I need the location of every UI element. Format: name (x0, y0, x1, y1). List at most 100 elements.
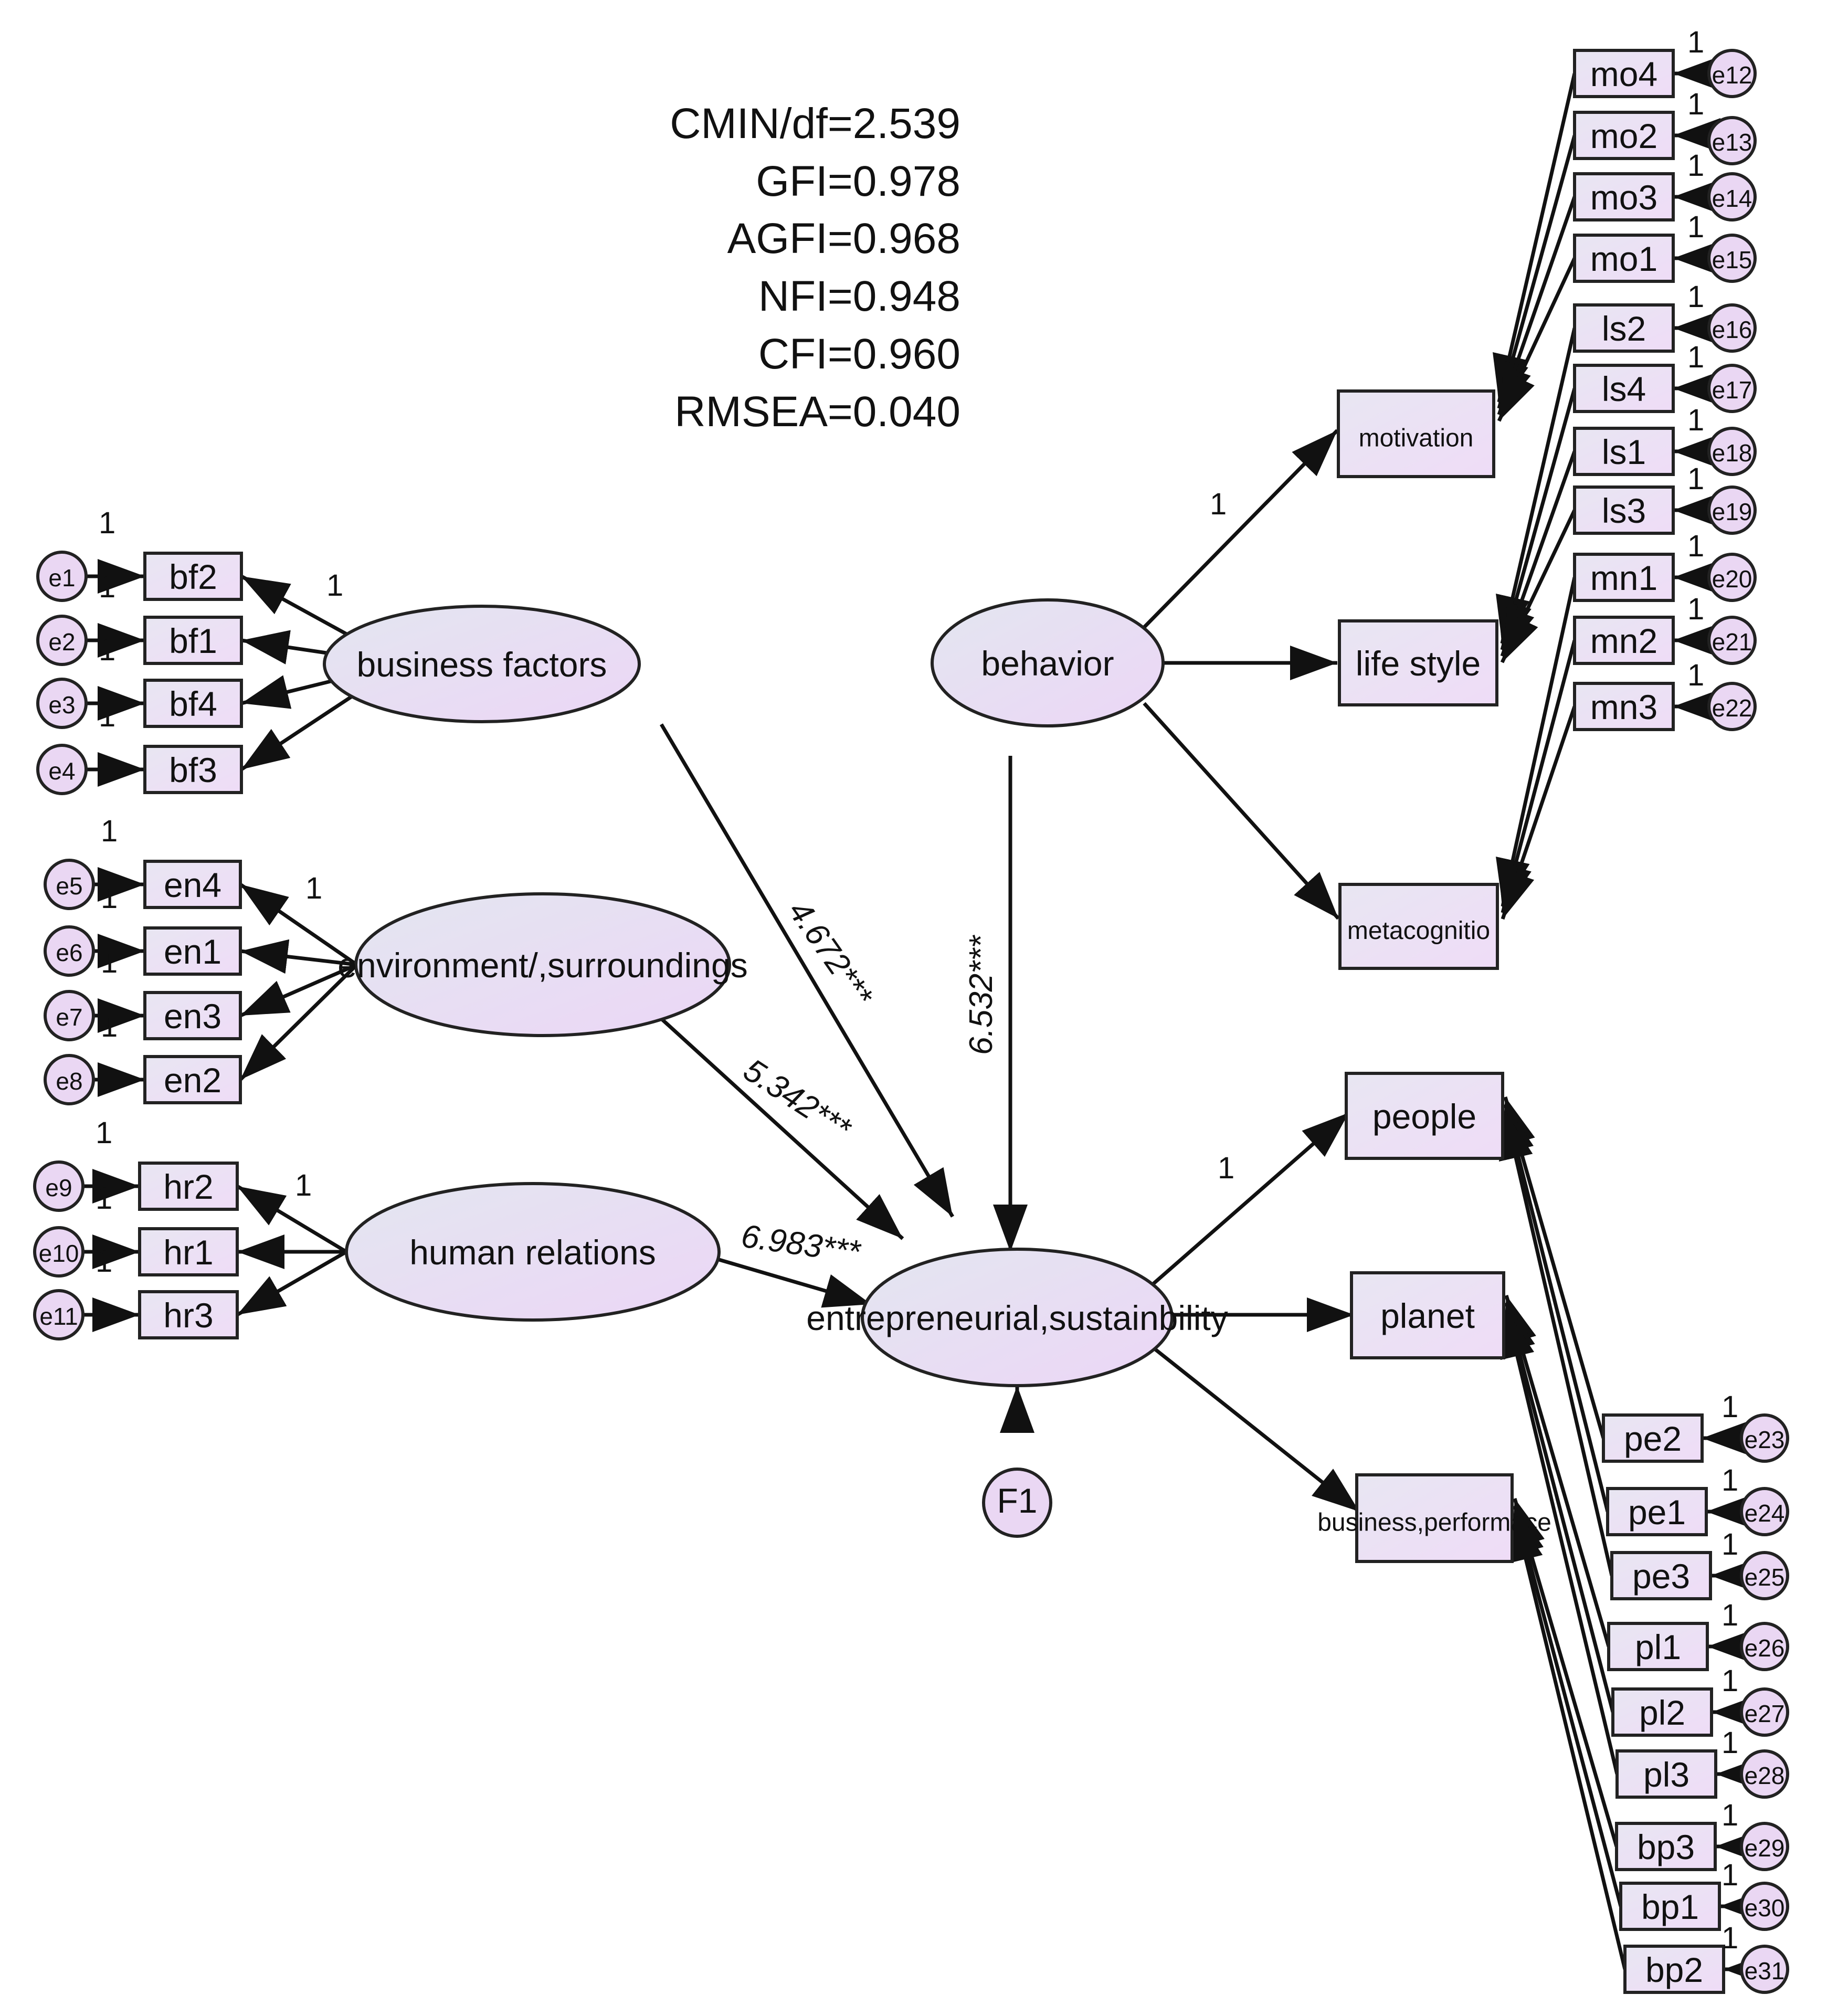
error-e1 (36, 551, 88, 602)
error-e13-label: e13 (1712, 129, 1752, 156)
indicator-hr-0 (138, 1162, 239, 1211)
latent-business-factors (323, 605, 641, 723)
loading-people: 1 (1218, 1151, 1234, 1185)
first-order-business-performance-label: business,performace (1317, 1509, 1551, 1537)
path-bh-metacognition (1143, 702, 1340, 920)
error-e14 (1707, 172, 1757, 221)
path-hr-2 (236, 1250, 347, 1317)
loading-one-mo-3: 1 (1687, 210, 1704, 244)
path-mo-3 (1497, 257, 1577, 422)
error-e3 (36, 678, 88, 729)
indicator-en-3-label: en2 (164, 1061, 221, 1100)
error-e8-label: e8 (56, 1068, 82, 1095)
indicator-pl-0-label: pl1 (1635, 1628, 1681, 1666)
loading-one-bp-2: 1 (1722, 1921, 1738, 1955)
loading-one-mo-0: 1 (1687, 25, 1704, 59)
loading-one-bp-0: 1 (1722, 1798, 1738, 1832)
latent-business-factors-label: business factors (357, 645, 607, 684)
indicator-mn-0-label: mn1 (1590, 558, 1657, 597)
loading-one-hr-1: 1 (96, 1181, 112, 1216)
indicator-pl-2-label: pl3 (1643, 1755, 1689, 1794)
error-e17-label: e17 (1712, 376, 1752, 404)
loading-one-ls-3: 1 (1687, 462, 1704, 496)
latent-behavior-label: behavior (981, 644, 1114, 683)
loading-bf2: 1 (326, 568, 343, 603)
indicator-mo-2-label: mo3 (1590, 178, 1657, 217)
error-e19-label: e19 (1712, 498, 1752, 525)
indicator-pe-0-label: pe2 (1624, 1419, 1682, 1458)
disturbance-f1 (982, 1468, 1052, 1538)
error-e23-label: e23 (1745, 1426, 1785, 1453)
indicator-bf-3 (143, 745, 243, 794)
error-e14-label: e14 (1712, 185, 1752, 212)
indicator-pe-0 (1602, 1413, 1704, 1463)
error-e30 (1740, 1882, 1789, 1931)
path-en-1 (240, 939, 357, 974)
indicator-mo-3 (1573, 234, 1675, 283)
indicator-ls-2 (1573, 427, 1675, 476)
indicator-bf-2 (143, 679, 243, 728)
loading-one-bf-1: 1 (99, 570, 115, 604)
indicator-bf-0 (143, 552, 243, 601)
indicator-en-2-label: en3 (164, 997, 221, 1036)
error-e4 (36, 744, 88, 795)
indicator-bp-0-label: bp3 (1637, 1828, 1695, 1866)
indicator-bf-2-label: bf4 (169, 684, 217, 723)
error-e18 (1707, 427, 1757, 476)
indicator-mn-1-label: mn2 (1590, 621, 1657, 660)
error-e5-label: e5 (56, 872, 82, 900)
fit-rmsea: RMSEA=0.040 (674, 388, 960, 436)
loading-one-bf-2: 1 (99, 633, 115, 667)
indicator-mo-0 (1573, 49, 1675, 98)
error-e24 (1740, 1487, 1789, 1536)
latent-entrepreneurial-sustainability-label: entrepreneurial,sustainbility (806, 1299, 1228, 1337)
path-coef-environment: 5.342*** (737, 1052, 858, 1148)
indicator-mo-1-label: mo2 (1590, 117, 1657, 155)
error-e19 (1707, 485, 1757, 535)
indicator-hr-2-label: hr3 (163, 1296, 213, 1335)
error-e6 (44, 925, 95, 977)
error-e13 (1707, 116, 1757, 165)
error-e22-label: e22 (1712, 694, 1752, 722)
error-e3-label: e3 (48, 691, 75, 719)
error-e16-label: e16 (1712, 316, 1752, 343)
fit-cmin: CMIN/df=2.539 (670, 100, 960, 147)
error-e11 (33, 1289, 85, 1341)
indicator-bf-1-label: bf1 (169, 621, 217, 660)
indicator-bf-1 (143, 616, 243, 665)
error-e15 (1707, 234, 1757, 283)
loading-one-hr-2: 1 (96, 1244, 112, 1279)
indicator-en-0 (143, 860, 242, 909)
loading-one-mn-2: 1 (1687, 658, 1704, 692)
loading-one-en-2: 1 (101, 945, 118, 979)
error-e15-label: e15 (1712, 246, 1752, 273)
error-e5 (44, 859, 95, 910)
loading-one-en-0: 1 (101, 814, 118, 848)
first-order-life-style-label: life style (1356, 644, 1481, 683)
first-order-business-performance (1355, 1473, 1514, 1563)
indicator-bp-1 (1619, 1882, 1721, 1931)
path-pe-2 (1498, 1111, 1614, 1576)
error-e31-label: e31 (1745, 1957, 1785, 1985)
path-pl-2 (1500, 1310, 1619, 1775)
indicator-hr-2 (138, 1290, 239, 1339)
path-bp-2 (1509, 1513, 1627, 1970)
first-order-motivation-label: motivation (1359, 425, 1474, 452)
loading-motivation: 1 (1210, 487, 1227, 521)
error-e29 (1740, 1822, 1789, 1871)
error-e16 (1707, 303, 1757, 353)
path-hr-es (719, 1258, 872, 1308)
indicator-hr-1-label: hr1 (163, 1233, 213, 1272)
loading-hr2: 1 (295, 1168, 312, 1202)
error-e27 (1740, 1687, 1789, 1737)
loading-one-pl-0: 1 (1722, 1598, 1738, 1632)
error-e9 (33, 1160, 85, 1212)
path-mn-0 (1495, 577, 1577, 907)
error-e7-label: e7 (56, 1004, 82, 1031)
loading-one-mn-1: 1 (1687, 592, 1704, 626)
disturbance-f1-label: F1 (997, 1481, 1037, 1520)
error-e29-label: e29 (1745, 1834, 1785, 1862)
error-e23 (1740, 1413, 1789, 1463)
first-order-planet-label: planet (1380, 1296, 1475, 1335)
